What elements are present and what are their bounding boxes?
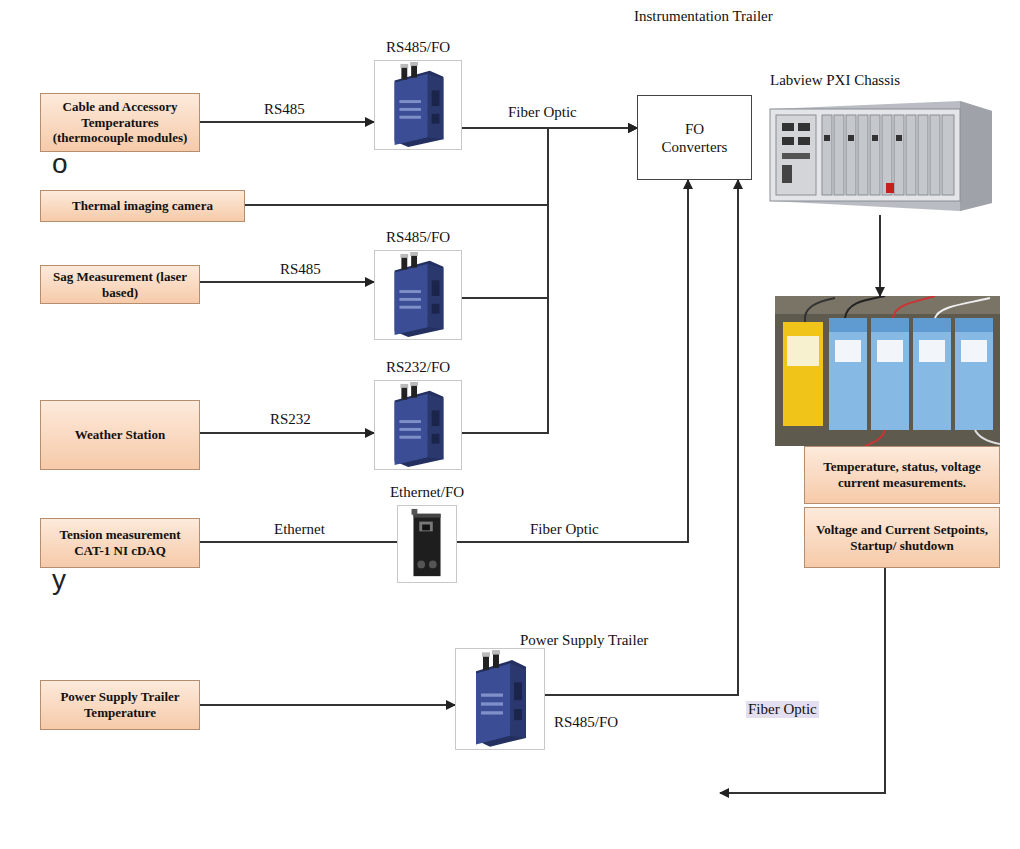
setpoint-box: Voltage and Current Setpoints, Startup/ …: [804, 507, 1000, 568]
connector: [200, 541, 397, 543]
connector-label: RS485: [262, 101, 307, 118]
sensor-box: Cable and Accessory Temperatures (thermo…: [40, 93, 200, 152]
converter-illustration: [375, 381, 461, 469]
chassis-image: Labview PXI Chassis: [760, 95, 1000, 215]
region-title: Instrumentation Trailer: [634, 8, 773, 25]
connector: [200, 281, 374, 283]
cropped-slide-text: o: [52, 150, 68, 178]
box-label: Temperature, status, voltage current mea…: [804, 446, 1000, 504]
sensor-box: Sag Measurement (laser based): [40, 265, 200, 304]
connector-label: Ethernet: [272, 521, 327, 538]
converter-device: RS485/FO: [455, 648, 545, 750]
device-label: RS485/FO: [554, 714, 618, 731]
converter-illustration: [375, 61, 461, 149]
cropped-slide-text: y: [52, 566, 66, 594]
connector: [200, 432, 374, 434]
sensor-box: Tension measurement CAT-1 NI cDAQ: [40, 518, 200, 568]
box-label: Sag Measurement (laser based): [46, 269, 194, 300]
box-label: Voltage and Current Setpoints, Startup/ …: [810, 522, 994, 553]
trailer-region: Power Supply TrailerPower Supply Trailer…: [17, 620, 1020, 849]
device-label: Ethernet/FO: [390, 484, 464, 501]
connector: [462, 128, 637, 298]
box-label: FO Converters: [654, 120, 735, 156]
sensor-box: Power Supply Trailer Temperature: [40, 680, 200, 730]
connector: [720, 568, 885, 793]
pxi-chassis-illustration: [760, 95, 1000, 215]
box-label: Cable and Accessory Temperatures (thermo…: [46, 99, 194, 146]
converter-box: FO Converters: [637, 95, 752, 180]
converter-device: RS485/FO: [374, 60, 462, 150]
box-label: Weather Station: [75, 427, 165, 443]
connector-label: RS232: [268, 411, 313, 428]
connector-label: RS485: [278, 261, 323, 278]
converter-device: RS485/FO: [374, 250, 462, 340]
trailer-region: Instrumentation Trailer FO Converters Labv…: [624, 0, 1020, 612]
box-label: Tension measurement CAT-1 NI cDAQ: [46, 527, 194, 558]
sensor-box: Thermal imaging camera: [40, 190, 245, 222]
connector: [879, 215, 881, 296]
device-label: Labview PXI Chassis: [770, 72, 900, 89]
connector-label: Fiber Optic: [746, 701, 819, 718]
ethernet-converter: Ethernet/FO: [397, 505, 457, 583]
sensor-box: Weather Station: [40, 400, 200, 470]
ethernet-converter-illustration: [398, 506, 456, 582]
converter-illustration: [456, 649, 544, 749]
region-title: Power Supply Trailer: [520, 632, 648, 649]
device-label: RS232/FO: [386, 359, 450, 376]
converter-illustration: [375, 251, 461, 339]
connector: [200, 121, 374, 123]
connector: [457, 180, 688, 542]
device-label: RS485/FO: [386, 229, 450, 246]
converter-device: RS232/FO: [374, 380, 462, 470]
connector: [462, 128, 637, 433]
connector: [545, 180, 738, 695]
connector-label: Fiber Optic: [528, 521, 601, 538]
box-label: Thermal imaging camera: [72, 198, 213, 214]
connector-label: Fiber Optic: [506, 104, 579, 121]
device-label: RS485/FO: [386, 39, 450, 56]
measurement-panel: Temperature, status, voltage current mea…: [775, 296, 1000, 504]
io-modules-photo: [775, 296, 1000, 446]
box-label: Power Supply Trailer Temperature: [46, 689, 194, 720]
connector: [200, 704, 455, 706]
